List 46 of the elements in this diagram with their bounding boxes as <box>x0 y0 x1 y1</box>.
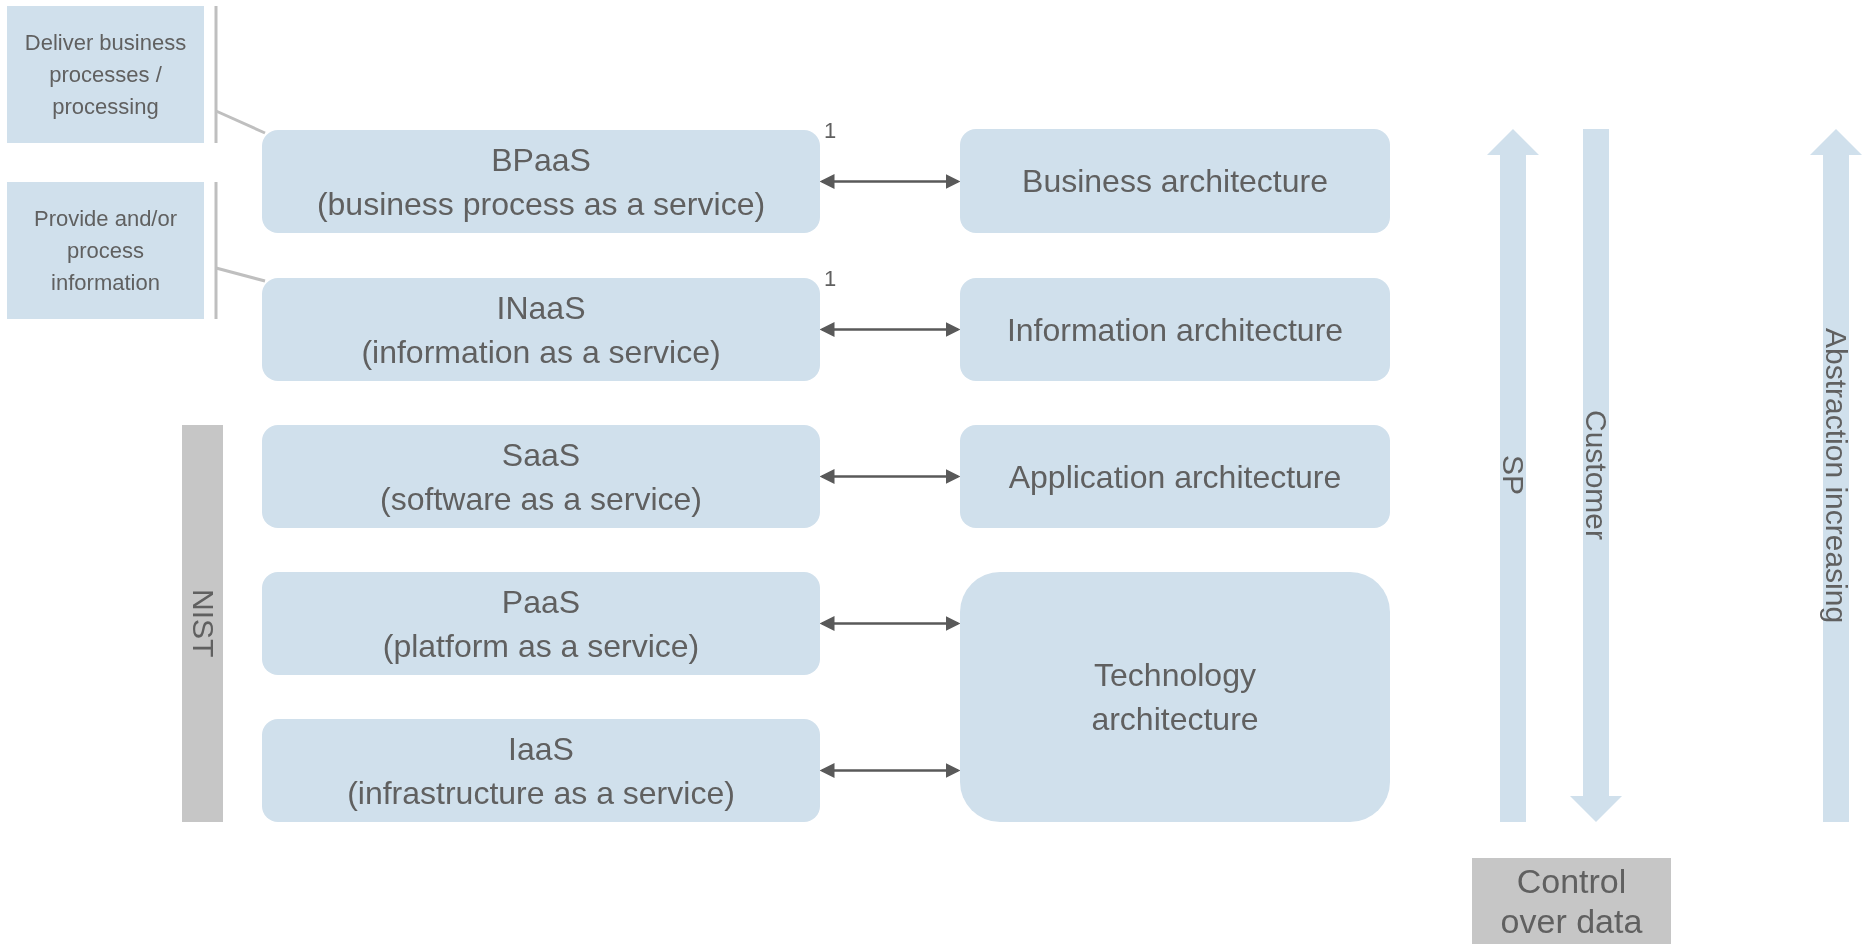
node-text: (platform as a service) <box>382 626 700 666</box>
architecture-box <box>960 129 1390 233</box>
service-box <box>262 719 820 822</box>
node-text: Business architecture <box>1022 162 1328 201</box>
node-text: SaaS <box>501 435 581 475</box>
node-text: IaaS <box>508 729 574 769</box>
double-arrow <box>819 469 961 484</box>
architecture-box <box>960 278 1390 381</box>
double-arrow <box>819 763 961 778</box>
node-text: (infrastructure as a service) <box>347 773 735 813</box>
node-text: Provide and/or process information <box>32 204 179 297</box>
pointed-banner <box>1570 129 1622 822</box>
note-box <box>7 6 204 143</box>
service-box <box>262 278 820 381</box>
node-text: BPaaS <box>491 140 591 180</box>
pointed-banner <box>1810 129 1862 822</box>
vertical-bar <box>182 425 223 822</box>
node-text: Technology architecture <box>1090 656 1260 739</box>
double-arrow <box>819 322 961 337</box>
node-text: NIST <box>187 589 218 658</box>
node-text: (software as a service) <box>380 479 702 519</box>
architecture-box <box>960 572 1390 822</box>
node-text: Deliver business processes / processing <box>23 28 188 121</box>
double-arrow <box>819 616 961 631</box>
node-text: SP <box>1498 455 1528 496</box>
footnote-mark: 1 <box>824 268 837 290</box>
service-box <box>262 425 820 528</box>
footnote-mark: 1 <box>824 120 837 142</box>
node-text: (business process as a service) <box>316 184 766 224</box>
pointed-banner <box>1487 129 1539 822</box>
node-text: INaaS <box>496 288 586 328</box>
node-text: (information as a service) <box>361 332 721 372</box>
service-box <box>262 130 820 233</box>
service-box <box>262 572 820 675</box>
node-text: Customer <box>1581 410 1611 541</box>
node-text: Application architecture <box>1008 457 1342 497</box>
double-arrow <box>819 174 961 189</box>
architecture-box <box>960 425 1390 528</box>
note-box <box>7 182 204 319</box>
leader-line <box>215 109 266 135</box>
node-text: Information architecture <box>1006 310 1344 350</box>
label-box <box>1472 858 1671 944</box>
leader-line <box>215 266 266 283</box>
node-text: Abstraction increasing <box>1821 327 1851 624</box>
node-text: Control over data <box>1499 861 1644 941</box>
node-text: PaaS <box>501 582 581 622</box>
